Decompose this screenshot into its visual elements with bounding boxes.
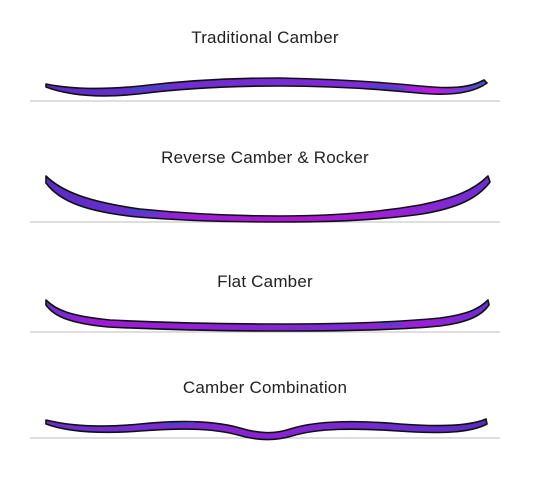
- reverse-camber-rocker-title: Reverse Camber & Rocker: [161, 148, 369, 167]
- board-reverse-camber-rocker: [45, 175, 491, 223]
- traditional-camber-title: Traditional Camber: [191, 28, 339, 47]
- board-camber-combination: [45, 418, 488, 441]
- board-flat-camber: [45, 299, 490, 332]
- flat-camber-title: Flat Camber: [217, 272, 313, 291]
- board-traditional-camber: [45, 77, 488, 97]
- camber-combination-title: Camber Combination: [182, 378, 348, 397]
